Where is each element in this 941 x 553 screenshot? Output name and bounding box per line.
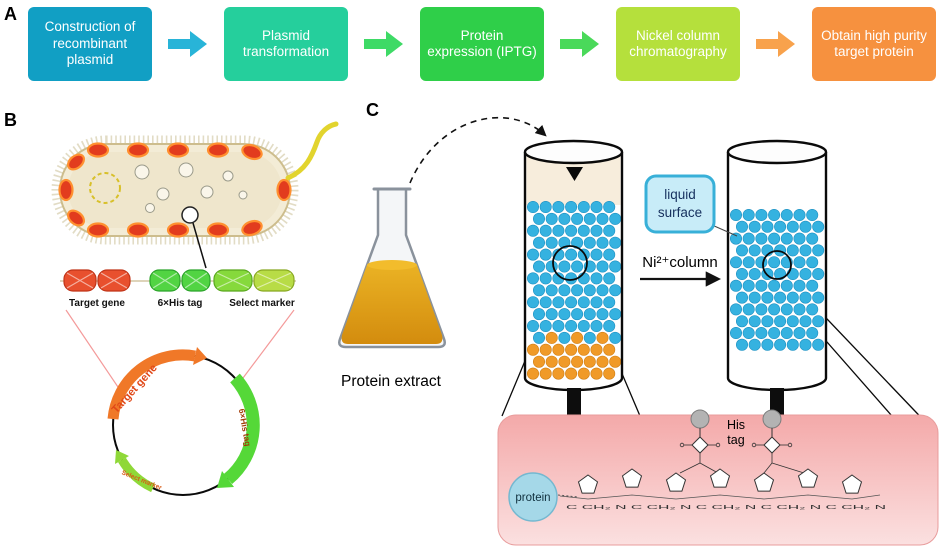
column2-mouth <box>726 139 828 165</box>
his-tag-label-line1: His <box>727 418 745 432</box>
panel-b-graphic: Target gene 6×His tag Select marker Targ… <box>51 121 339 496</box>
protein-label: protein <box>515 492 550 504</box>
panel-b-label: B <box>4 110 17 130</box>
imidazole-chain <box>559 468 881 500</box>
flow-step-label: Nickel column chromatography <box>629 27 727 59</box>
construct-label-target-gene: Target gene <box>69 298 125 309</box>
chain-formula-text: C CH₂ N C CH₂ N C CH₂ N C CH₂ N C CH₂ N <box>566 505 886 511</box>
ni-column-label: Ni²⁺column <box>642 254 717 271</box>
column1-mouth <box>523 139 624 165</box>
bacterium-illustration <box>51 121 339 269</box>
erlenmeyer-flask <box>338 187 446 349</box>
column1-stand <box>567 388 581 420</box>
flow-arrow-1 <box>152 29 224 59</box>
chelate-structure-1 <box>679 409 721 474</box>
construct-label-his-tag: 6×His tag <box>158 298 203 309</box>
sample-triangle <box>566 167 583 181</box>
select-marker-arrow <box>118 457 156 493</box>
target-gene-arrow <box>107 349 196 420</box>
flow-step-expression: Protein expression (IPTG) <box>420 7 544 81</box>
panel-a-label: A <box>4 4 17 24</box>
flow-step-construction: Construction of recombinant plasmid <box>28 7 152 81</box>
flagellum <box>285 121 339 181</box>
plasmid-map: Target gene 6×His tag Select marker <box>107 347 260 496</box>
insert-line-left <box>65 309 121 391</box>
flask-liquid <box>341 265 443 344</box>
his-tag-label-line2: tag <box>727 433 744 447</box>
workflow-flowchart: Construction of recombinant plasmid Plas… <box>28 7 936 81</box>
nickel-column-2 <box>726 139 828 420</box>
flow-step-label: Protein expression (IPTG) <box>427 27 537 59</box>
liquid-surface-line2: surface <box>658 205 702 220</box>
magnifier-circle-2 <box>762 250 792 280</box>
plasmid-select-marker-label: Select marker <box>120 469 163 492</box>
flow-step-transformation: Plasmid transformation <box>224 7 348 81</box>
flow-step-label: Construction of recombinant plasmid <box>44 19 136 68</box>
helix-crossings <box>66 272 292 289</box>
binding-detail-panel: His tag protein C CH₂ N C CH₂ N C CH₂ N … <box>497 409 939 546</box>
protein-circle <box>508 472 558 522</box>
liquid-surface-line1: liquid <box>664 187 696 202</box>
his-tag-arrow <box>223 373 260 484</box>
magnifier-circle-1 <box>552 245 588 281</box>
flow-step-label: Obtain high purity target protein <box>821 27 927 59</box>
flow-step-chromatography: Nickel column chromatography <box>616 7 740 81</box>
flow-arrow-4 <box>740 29 812 59</box>
liquid-surface-callout: liquid surface <box>644 174 738 237</box>
construct-label-select-marker: Select marker <box>229 298 295 309</box>
column2-beads <box>729 209 825 351</box>
flow-step-obtain-protein: Obtain high purity target protein <box>812 7 936 81</box>
chelate-structure-2 <box>751 409 805 474</box>
protein-link-dotted <box>557 494 579 498</box>
column1-beads <box>527 201 622 380</box>
flow-arrow-2 <box>348 29 420 59</box>
flow-step-label: Plasmid transformation <box>242 27 330 59</box>
right-arrow-icon <box>168 31 207 57</box>
highlighted-plasmid <box>181 206 199 224</box>
right-arrow-icon <box>560 31 599 57</box>
flask-caption: Protein extract <box>341 373 442 390</box>
plasmid-dashed-circle <box>89 172 121 204</box>
transfer-dashed-arrow <box>409 116 547 184</box>
membrane-proteins <box>58 142 292 238</box>
vesicles <box>134 162 248 213</box>
dna-construct: Target gene 6×His tag Select marker <box>60 269 296 309</box>
insert-line-right <box>239 309 295 383</box>
nickel-column-1 <box>523 139 624 420</box>
right-arrow-icon <box>364 31 403 57</box>
panel-c-graphic: Protein extract liquid surface <box>338 116 939 546</box>
right-arrow-icon <box>756 31 795 57</box>
panel-c-label: C <box>366 100 379 120</box>
pointer-line <box>192 222 207 269</box>
flow-arrow-3 <box>544 29 616 59</box>
